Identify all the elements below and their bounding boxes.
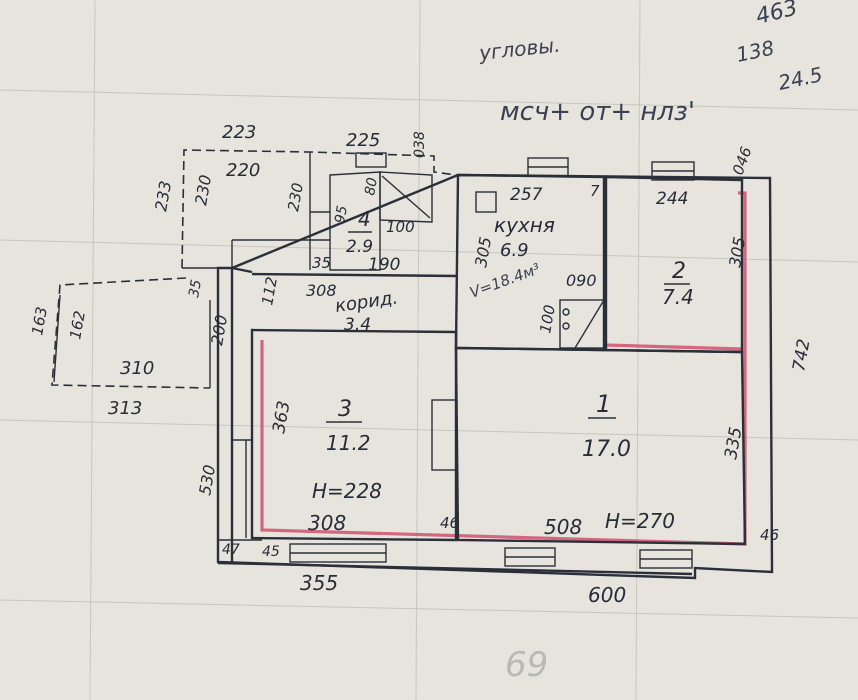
dim-label: 100 (536, 303, 559, 334)
room-3-height: Н=228 (312, 479, 382, 503)
dim-label: 190 (368, 255, 400, 275)
dim-label: 112 (258, 275, 281, 306)
dim-label: 313 (108, 398, 142, 419)
dim-label: 35 (186, 278, 205, 298)
windows (289, 152, 695, 569)
porch-outline (51, 277, 211, 389)
dim-label: 363 (269, 399, 294, 434)
room-1-height: Н=270 (605, 509, 675, 533)
kitchen-name: кухня (494, 213, 555, 237)
dim-label: 7 (590, 182, 600, 200)
dim-label: 233 (151, 179, 175, 212)
dim-label: 230 (284, 181, 307, 212)
scribble-note: угловы. (477, 33, 561, 65)
dim-label: 223 (222, 122, 256, 143)
room-1-number: 1 (596, 390, 611, 418)
dim-label: 220 (226, 160, 260, 181)
dim-label: 80 (362, 176, 381, 196)
dim-label: 310 (120, 358, 154, 379)
page-number: 69 (505, 645, 548, 685)
room-4-number: 4 (358, 207, 371, 231)
corner-note-3: 24.5 (776, 62, 825, 95)
room-2-area: 7.4 (662, 285, 694, 309)
dim-label: 090 (566, 271, 597, 290)
room-4-area: 2.9 (346, 237, 373, 257)
dim-label: 45 (262, 544, 280, 560)
room-1-area: 17.0 (582, 437, 631, 462)
dim-label: 508 (544, 515, 582, 539)
kitchen-area: 6.9 (500, 240, 529, 261)
room-2-number: 2 (672, 259, 686, 284)
dim-label: 305 (471, 235, 495, 268)
dim-label: 162 (66, 309, 89, 340)
room-3-area: 11.2 (326, 431, 371, 455)
dim-label: 230 (191, 173, 215, 206)
dim-label: 225 (346, 130, 380, 151)
corner-note-1: 463 (753, 0, 800, 30)
annex-outline (181, 149, 457, 271)
dim-label: 244 (656, 189, 688, 209)
dim-label: 46 (760, 526, 779, 544)
dim-label: 530 (195, 463, 219, 496)
dim-label: 355 (300, 571, 338, 595)
dim-label: 35 (312, 254, 331, 272)
dim-label: 200 (207, 313, 231, 346)
summary-note: мсч+ от+ нлз' (500, 97, 695, 127)
dim-label: 742 (789, 337, 814, 372)
dim-label: 163 (28, 305, 51, 336)
corridor-name: корид. (334, 287, 399, 317)
corner-note-2: 138 (734, 35, 776, 66)
stove (559, 299, 605, 349)
dim-label: 308 (306, 281, 337, 300)
room-3-number: 3 (338, 397, 352, 422)
dim-label: 100 (386, 218, 415, 236)
kitchen-sink (475, 191, 497, 213)
dim-label: 46 (440, 514, 459, 532)
dim-label: 257 (510, 185, 543, 205)
dim-label: 038 (412, 131, 428, 158)
corridor-area: 3.4 (344, 315, 371, 335)
dim-label: 600 (588, 583, 626, 607)
dim-label: 046 (729, 144, 756, 177)
dim-label: 47 (222, 542, 240, 558)
dim-label: 308 (308, 511, 346, 535)
dim-label: 95 (332, 204, 351, 224)
